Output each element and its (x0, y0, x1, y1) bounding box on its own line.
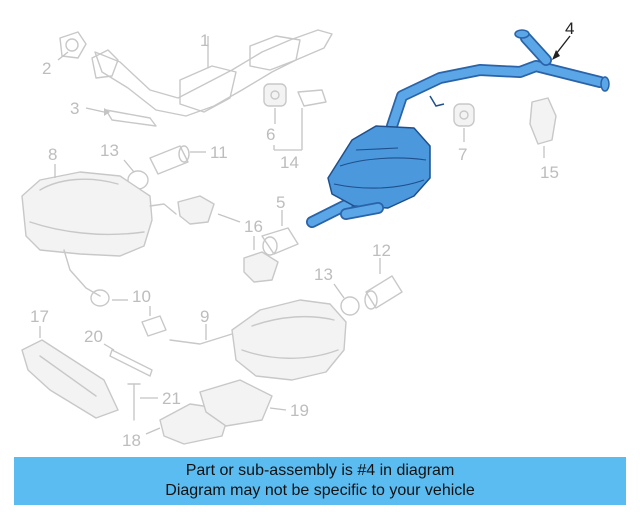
callout-12: 12 (372, 241, 391, 260)
part-3-bracket (85, 107, 157, 127)
callout-8: 8 (48, 145, 57, 164)
callout-4: 4 (565, 19, 574, 38)
callout-13-upper: 13 (100, 141, 119, 160)
part-8-muffler-left (21, 164, 177, 297)
part-13-clamp-lower (333, 283, 360, 316)
part-7-hanger (453, 103, 475, 142)
callout-9: 9 (200, 307, 209, 326)
callout-17: 17 (30, 307, 49, 326)
callout-3: 3 (70, 99, 79, 118)
part-20-strap (103, 343, 153, 377)
part-21-bolt (127, 383, 158, 421)
callout-11: 11 (210, 143, 228, 162)
callout-13-lower: 13 (314, 265, 333, 284)
callout-16: 16 (244, 217, 263, 236)
part-4-intermediate-pipe-highlighted (306, 29, 610, 228)
callout-1: 1 (200, 31, 209, 50)
callout-14: 14 (280, 153, 299, 172)
part-14-bracket (273, 89, 327, 151)
callout-4-leader (552, 35, 571, 60)
callout-10: 10 (132, 287, 151, 306)
part-11-sleeve (149, 145, 206, 175)
part-19-heat-shield (199, 379, 287, 427)
part-16-hanger (177, 195, 279, 283)
part-12-sleeve (364, 258, 403, 310)
callout-15: 15 (540, 163, 559, 182)
part-10-clamp (90, 289, 167, 337)
banner-line-1: Part or sub-assembly is #4 in diagram (185, 462, 455, 479)
banner-line-2: Diagram may not be specific to your vehi… (165, 482, 475, 499)
callout-21: 21 (162, 389, 181, 408)
part-6-hanger (263, 83, 287, 124)
part-5-clamp (261, 210, 299, 256)
part-2-gasket (57, 31, 87, 61)
callout-18: 18 (122, 431, 141, 450)
exhaust-parts-diagram: 2 1 3 6 14 13 11 (21, 19, 610, 450)
callout-5: 5 (276, 193, 285, 212)
callout-6: 6 (266, 125, 275, 144)
part-17-heat-shield (21, 326, 119, 419)
callout-19: 19 (290, 401, 309, 420)
part-9-muffler-right (169, 299, 347, 381)
part-info-banner: Part or sub-assembly is #4 in diagram Di… (14, 457, 626, 505)
callout-7: 7 (458, 145, 467, 164)
callout-20: 20 (84, 327, 103, 346)
callout-2: 2 (42, 59, 51, 78)
part-15-bracket (529, 97, 557, 158)
part-1-front-pipe (91, 29, 333, 117)
